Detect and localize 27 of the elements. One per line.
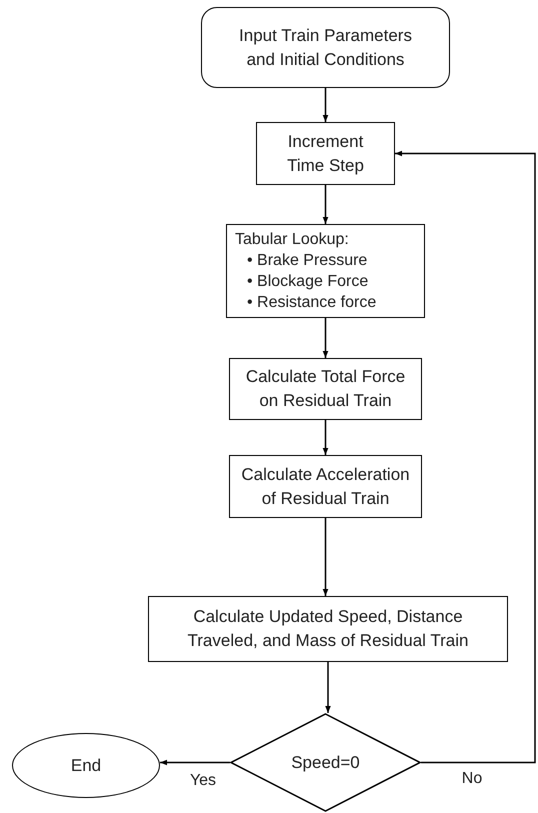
arrow xyxy=(322,185,328,224)
box-text: Calculate Acceleration of Residual Train xyxy=(240,464,411,510)
terminal-text: End xyxy=(70,754,102,777)
arrow xyxy=(322,88,328,122)
box-text: Input Train Parameters and Initial Conditions xyxy=(238,24,413,70)
process-box xyxy=(226,224,425,318)
arrow xyxy=(325,662,331,713)
decision-text: Speed=0 xyxy=(291,752,360,774)
box-text: Increment Time Step xyxy=(286,130,365,176)
start-box xyxy=(201,7,450,88)
box-heading: Tabular Lookup: xyxy=(235,230,350,250)
list-item: • Brake Pressure xyxy=(246,251,368,271)
arrow xyxy=(322,318,328,358)
arrow xyxy=(322,518,328,596)
arrow xyxy=(322,420,328,455)
box-text: Calculate Total Force on Residual Train xyxy=(244,366,406,412)
box-text: Calculate Updated Speed, Distance Traveled, and Mass of Residual Train xyxy=(186,606,470,652)
process-box xyxy=(229,358,422,420)
edge-label: Yes xyxy=(190,772,216,788)
edge-label: No xyxy=(462,770,482,786)
process-box xyxy=(256,122,395,185)
arrow xyxy=(160,760,230,766)
arrow xyxy=(395,150,536,764)
list-item: • Blockage Force xyxy=(246,272,370,292)
list-item: • Resistance force xyxy=(246,293,378,313)
process-box xyxy=(229,455,422,518)
process-box xyxy=(148,596,508,662)
